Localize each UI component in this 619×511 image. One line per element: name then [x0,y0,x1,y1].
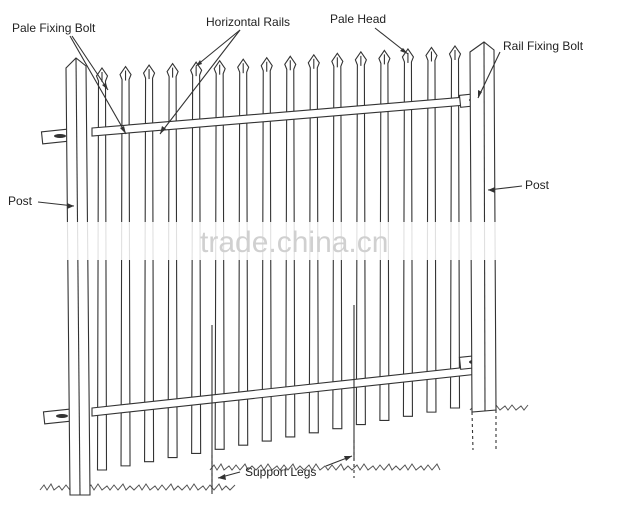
label-post-left: Post [8,194,33,208]
pale [119,65,132,467]
left-post [65,57,91,496]
label-post-right: Post [525,178,550,192]
label-horizontal-rails: Horizontal Rails [206,15,290,29]
watermark: trade.china.cn [55,222,505,260]
label-pale-fixing-bolt: Pale Fixing Bolt [12,21,96,35]
labels: Pale Fixing Bolt Horizontal Rails Pale H… [8,12,584,479]
leader-lines [37,27,523,480]
label-pale-head: Pale Head [330,12,386,26]
pale [166,62,179,459]
support-legs [211,305,355,495]
pale [95,67,109,471]
label-rail-fixing-bolt: Rail Fixing Bolt [503,39,584,53]
watermark-text: trade.china.cn [200,226,388,259]
pale [142,64,156,463]
pales-group [95,45,462,471]
label-support-legs: Support Legs [245,465,316,479]
